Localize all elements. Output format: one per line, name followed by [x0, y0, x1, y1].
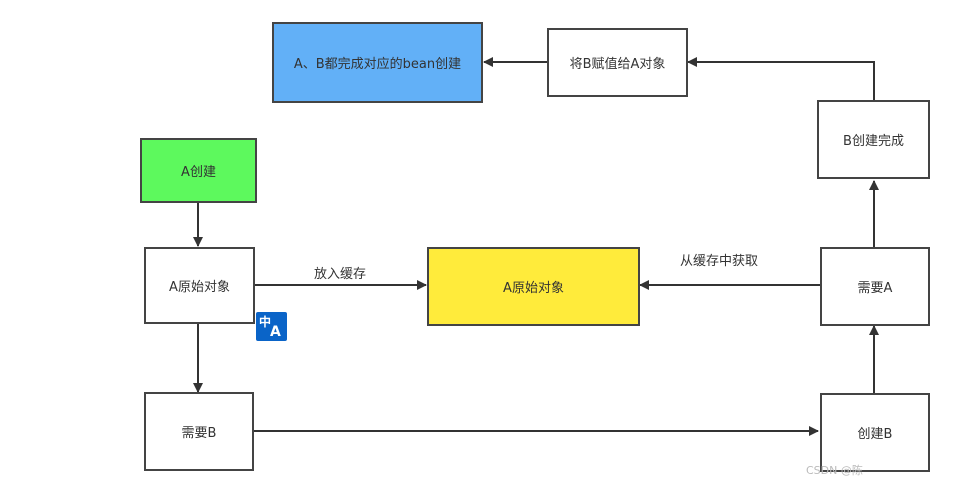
translate-icon[interactable]: 中 A	[256, 312, 287, 341]
edge-label-put-cache: 放入缓存	[314, 267, 367, 282]
node-need-a: 需要A	[820, 247, 930, 326]
translate-icon-glyph-top: 中	[259, 315, 272, 329]
node-a-raw-cache: A原始对象	[427, 247, 640, 326]
node-create-b: 创建B	[820, 393, 930, 472]
node-both-done: A、B都完成对应的bean创建	[272, 22, 483, 103]
arrow-bdone-to-assign	[687, 57, 875, 100]
node-b-done: B创建完成	[817, 100, 930, 179]
translate-icon-glyph-bottom: A	[270, 324, 281, 340]
node-assign-b-to-a: 将B赋值给A对象	[547, 28, 688, 97]
node-need-b: 需要B	[144, 392, 254, 471]
node-a-raw-object: A原始对象	[144, 247, 255, 324]
node-a-create: A创建	[140, 138, 257, 203]
edge-label-get-cache: 从缓存中获取	[680, 254, 759, 269]
watermark: CSDN @陈	[806, 464, 863, 477]
